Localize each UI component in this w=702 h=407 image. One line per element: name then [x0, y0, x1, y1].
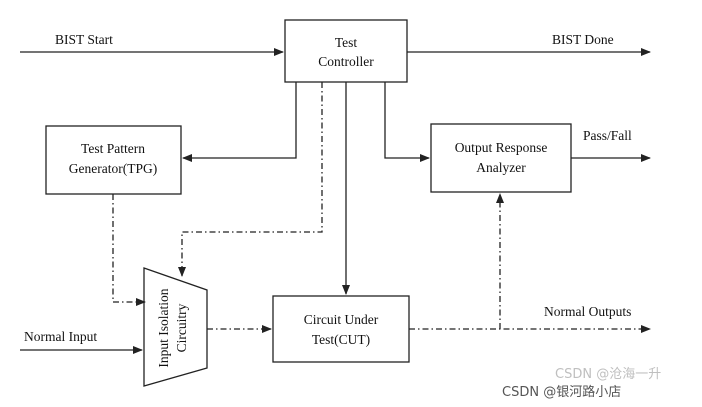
test-controller-label-line1: Test — [335, 35, 358, 50]
tpg-label-line1: Test Pattern — [81, 141, 145, 156]
ora-label-line2: Analyzer — [476, 160, 526, 175]
controller-to-ora-arrow — [384, 82, 430, 162]
tpg-to-isolation-line — [112, 194, 146, 306]
bist-done-label: BIST Done — [552, 32, 614, 47]
tpg-label-line2: Generator(TPG) — [69, 161, 157, 176]
cut-block: Circuit Under Test(CUT) — [272, 295, 410, 363]
normal-outputs-label: Normal Outputs — [544, 304, 631, 319]
input-isolation-block: Input Isolation Circuitry — [143, 267, 208, 387]
controller-to-isolation-select-line — [178, 82, 323, 277]
ora-label-line1: Output Response — [455, 140, 548, 155]
isolation-label-line2: Circuitry — [174, 303, 189, 352]
test-controller-block: Test Controller — [284, 19, 408, 83]
test-controller-label-line2: Controller — [318, 54, 374, 69]
bist-start-label: BIST Start — [55, 32, 113, 47]
tpg-block: Test Pattern Generator(TPG) — [45, 125, 182, 195]
isolation-label-line1: Input Isolation — [156, 288, 171, 367]
controller-to-tpg-arrow — [182, 82, 297, 162]
watermark-ghost: CSDN @沧海一升 — [555, 366, 661, 382]
normal-input-label: Normal Input — [24, 329, 97, 344]
cut-label-line1: Circuit Under — [304, 312, 379, 327]
output-response-analyzer-block: Output Response Analyzer — [430, 123, 572, 193]
pass-fail-label: Pass/Fall — [583, 128, 632, 143]
cut-label-line2: Test(CUT) — [312, 332, 370, 347]
watermark: CSDN @银河路小店 — [502, 384, 621, 400]
